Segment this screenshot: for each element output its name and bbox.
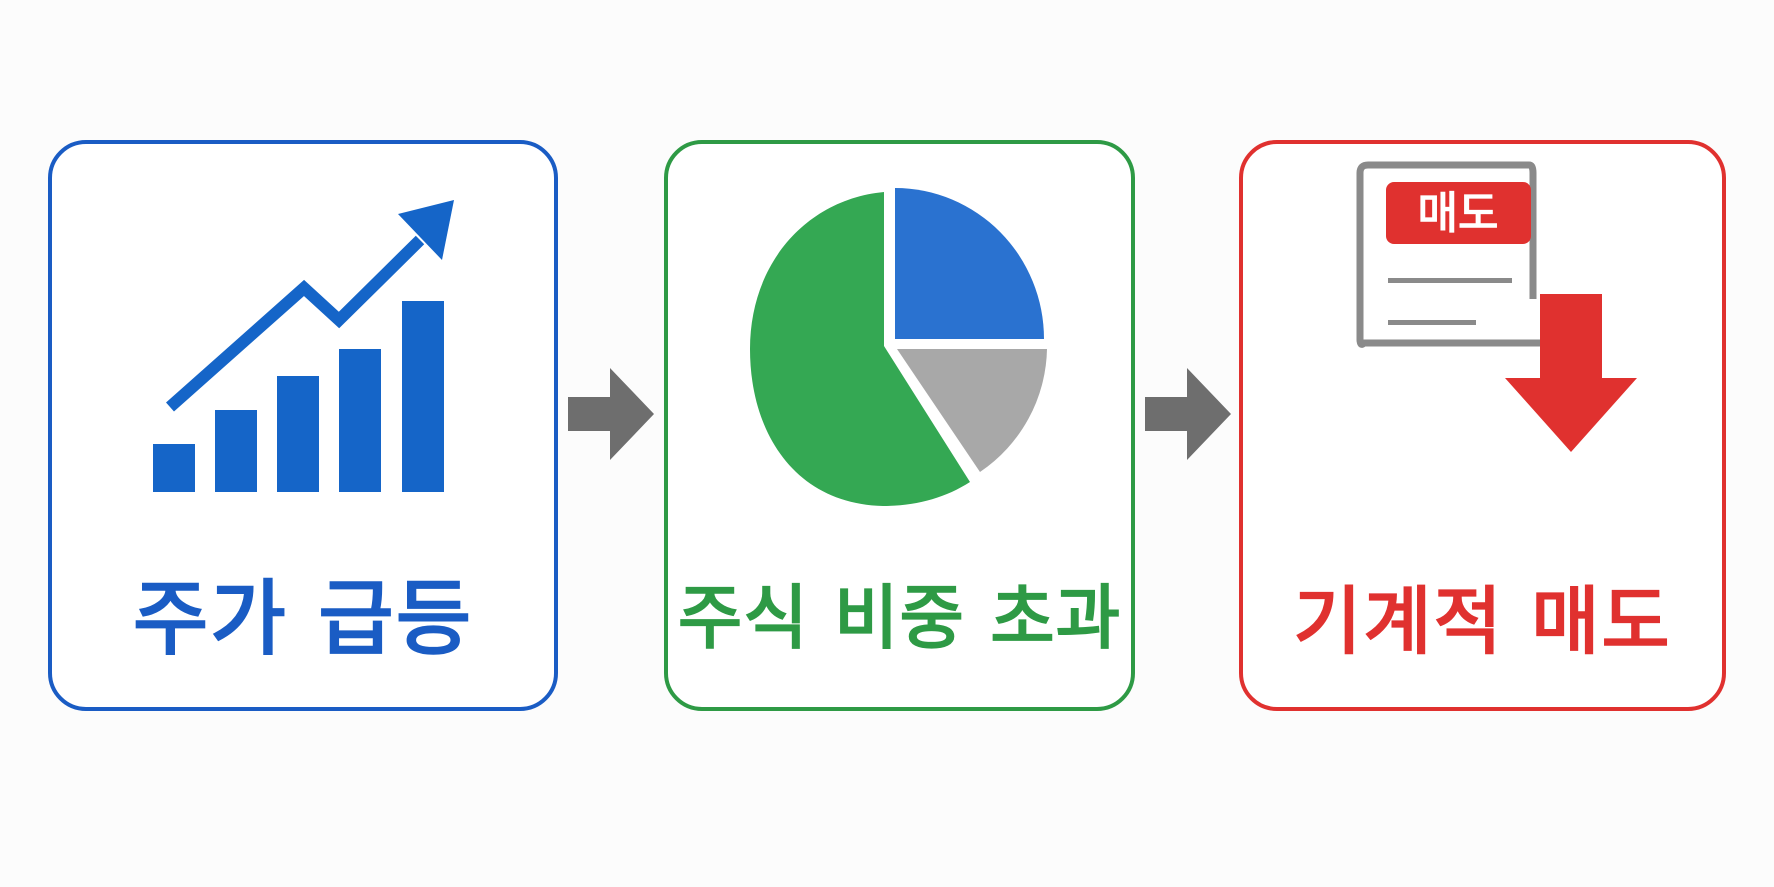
right-arrow-icon bbox=[1145, 368, 1231, 460]
pie-slice-gray bbox=[897, 349, 1047, 472]
sell-badge-label: 매도 bbox=[1418, 188, 1499, 239]
step-card-mechanical-sell: 매도 기계적 매도 bbox=[1239, 140, 1726, 711]
step-card-stock-surge: 주가 급등 bbox=[48, 140, 558, 711]
pie-slice-blue bbox=[895, 188, 1044, 339]
document-line-2 bbox=[1388, 278, 1512, 283]
step-label: 주가 급등 bbox=[132, 572, 474, 667]
trend-arrowhead bbox=[398, 200, 454, 260]
trend-line bbox=[166, 235, 425, 412]
pie-slice-green bbox=[750, 192, 970, 506]
bar-4 bbox=[339, 349, 381, 492]
bar-1 bbox=[153, 444, 195, 492]
right-arrow-icon bbox=[568, 368, 654, 460]
step-card-stock-weight-exceeded: 주식 비중 초과 bbox=[664, 140, 1135, 711]
bar-5 bbox=[402, 301, 444, 492]
rising-bar-chart-icon bbox=[153, 200, 454, 492]
pie-chart-icon bbox=[750, 188, 1047, 506]
step-label: 기계적 매도 bbox=[1293, 579, 1672, 665]
sell-badge bbox=[1386, 182, 1531, 244]
sell-document-icon: 매도 bbox=[1356, 161, 1637, 452]
down-arrow-icon bbox=[1505, 294, 1637, 452]
bar-2 bbox=[215, 410, 257, 492]
document-line-3 bbox=[1388, 320, 1476, 325]
step-label: 주식 비중 초과 bbox=[677, 577, 1122, 659]
bar-3 bbox=[277, 376, 319, 492]
